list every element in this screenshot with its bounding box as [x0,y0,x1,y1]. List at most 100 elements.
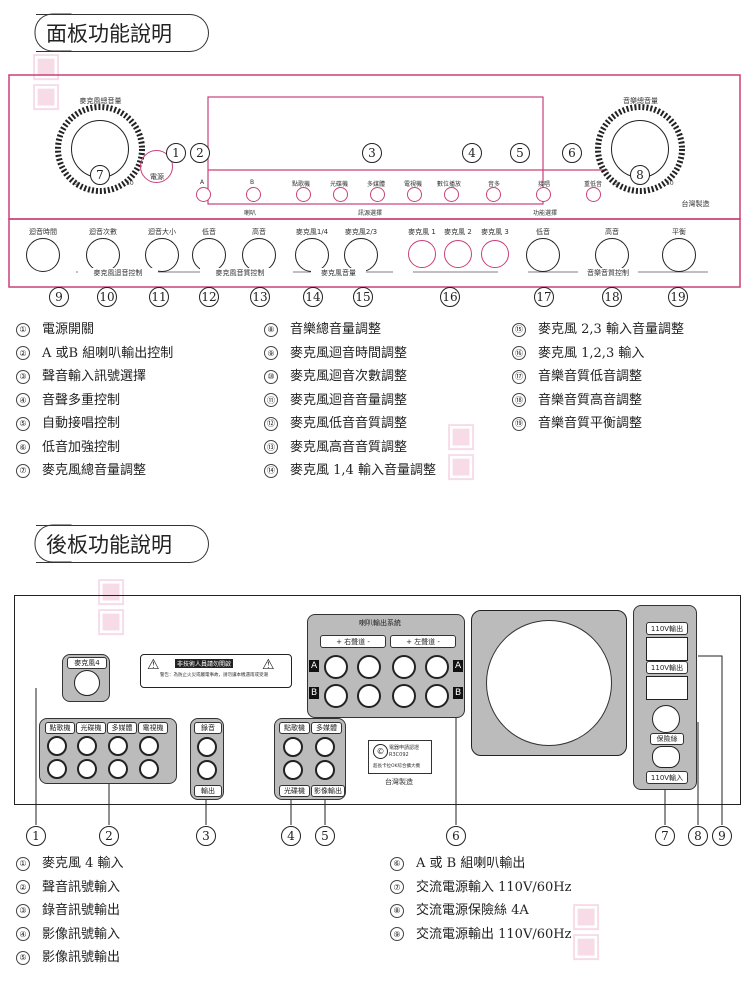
legend-num: ① [16,322,30,337]
audio-in-jack[interactable] [77,759,97,779]
mic4-jack[interactable] [74,670,100,696]
echo-time-knob[interactable] [26,238,60,272]
legend-text: 自動接唱控制 [42,416,121,431]
ac-outlet-2[interactable] [646,676,688,700]
legend-text: 低音加強控制 [42,439,121,455]
video-in-jack[interactable] [315,737,335,757]
legend-num: ⑨ [264,346,278,361]
callout-5: 5 [510,143,530,163]
speaker-b-button[interactable] [246,187,261,202]
input-digital-button[interactable] [444,187,459,202]
legend-text: 錄音訊號輸出 [42,903,121,918]
input-label: 點歌機 [292,181,311,188]
speaker-a-jack[interactable] [357,655,381,679]
mic-3-jack[interactable] [481,240,509,268]
speaker-a-jack[interactable] [425,655,449,679]
ac-outlet-1[interactable] [646,637,688,661]
made-in-label: 台灣製造 [681,200,710,208]
music-balance-knob[interactable] [662,238,696,272]
ac-input-socket[interactable] [652,746,680,768]
music-bass-knob[interactable] [526,238,560,272]
legend-text: 音聲多重控制 [42,392,121,408]
audio-in-label: 多媒體 [107,722,137,734]
fuse-holder[interactable] [652,705,680,733]
back-callout-2: 2 [99,826,119,846]
speaker-b-jack[interactable] [357,684,381,708]
knob-label: 麥克風2/3 [344,228,378,236]
ac-out-label-1: 110V輸出 [646,622,688,635]
input-label: 多媒體 [367,181,386,188]
legend-num: ② [16,346,30,361]
video-in-jack[interactable] [283,760,303,780]
power-button[interactable] [140,150,173,183]
callout-7: 7 [90,165,110,185]
legend-text: 麥克風迴音音量調整 [290,392,408,408]
fn-continue-button[interactable] [536,187,551,202]
row-a-label: A [309,660,320,672]
callout-9: 9 [49,287,69,307]
warning-icon: ⚠ [262,657,275,673]
input-karaoke-button[interactable] [296,187,311,202]
callout-17: 17 [534,287,554,307]
audio-in-jack[interactable] [77,736,97,756]
speaker-b-jack[interactable] [324,684,348,708]
fn-multi-button[interactable] [486,187,501,202]
fan-grille [486,620,612,746]
video-label: 點歌機 [279,722,310,734]
scale-max: 10 [666,180,674,187]
callout-8: 8 [630,165,650,185]
audio-in-jack[interactable] [108,759,128,779]
cert-line-3: 超長卡拉OK綜合擴大機 [373,764,420,769]
mic-jack-label: 麥克風 1 [408,228,436,236]
legend-num: ⑥ [390,856,404,871]
echo-volume-knob[interactable] [145,238,179,272]
knob-label: 迴音時間 [29,228,57,236]
audio-in-jack[interactable] [108,736,128,756]
knob-label: 麥克風1/4 [295,228,329,236]
video-out-jack[interactable] [315,760,335,780]
mic-1-jack[interactable] [408,240,436,268]
record-out-jack[interactable] [197,760,217,780]
audio-in-jack[interactable] [47,759,67,779]
legend-text: 麥克風 2,3 輸入音量調整 [538,322,684,337]
back-callout-3: 3 [196,826,216,846]
input-tv-button[interactable] [407,187,422,202]
audio-in-jack[interactable] [139,736,159,756]
speaker-a-button[interactable] [196,187,211,202]
callout-12: 12 [199,287,219,307]
legend-text: 麥克風 1,4 輸入音量調整 [290,463,436,478]
input-dvd-button[interactable] [333,187,348,202]
mic-master-label: 麥克風總音量 [79,97,122,105]
mic-jack-label: 麥克風 2 [444,228,472,236]
video-in-jack[interactable] [283,737,303,757]
legend-num: ③ [16,903,30,918]
legend-text: A 或B 組喇叭輸出控制 [42,345,174,361]
audio-in-jack[interactable] [139,759,159,779]
speaker-a-jack[interactable] [392,655,416,679]
legend-text: A 或 B 組喇叭輸出 [416,856,526,871]
watermark-logo: ▣▣ [570,895,603,965]
fn-label: 接唱 [538,181,551,188]
legend-num: ③ [16,369,30,384]
record-out-jack[interactable] [197,737,217,757]
speaker-a-jack[interactable] [324,655,348,679]
fn-bass-button[interactable] [586,187,601,202]
callout-6: 6 [562,143,582,163]
speaker-a-label: A [200,179,205,186]
speaker-b-jack[interactable] [425,684,449,708]
legend-text: 麥克風 1,2,3 輸入 [538,345,645,361]
input-media-button[interactable] [370,187,385,202]
speaker-b-jack[interactable] [392,684,416,708]
mic-2-jack[interactable] [444,240,472,268]
legend-text: 交流電源保險絲 4A [416,903,529,918]
audio-in-jack[interactable] [47,736,67,756]
mic4-label: 麥克風4 [67,657,107,669]
